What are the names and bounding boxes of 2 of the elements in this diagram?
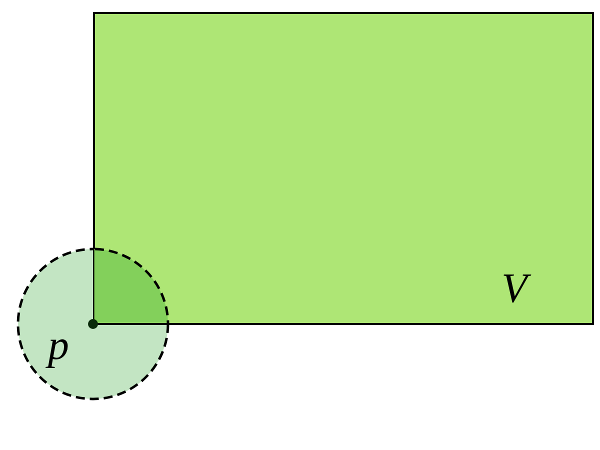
region-rectangle	[93, 12, 594, 325]
region-label: p	[48, 325, 69, 367]
